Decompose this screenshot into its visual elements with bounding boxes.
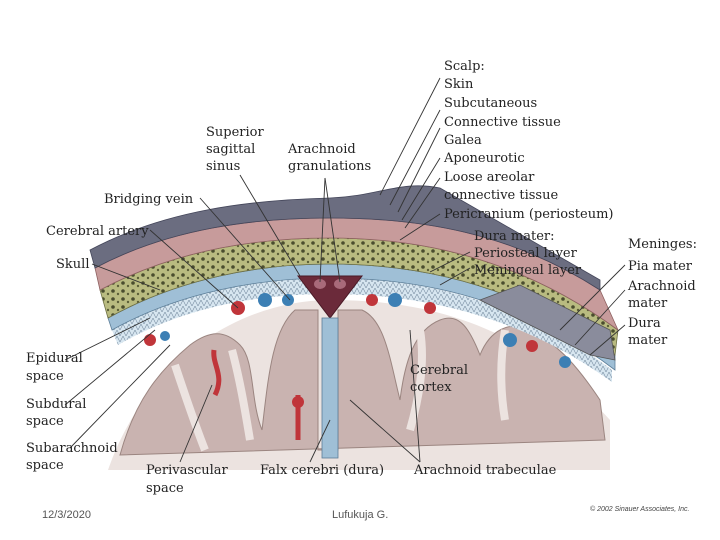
label-arachnoid-mater-2: mater xyxy=(628,296,668,311)
label-skull: Skull xyxy=(56,257,89,272)
vein xyxy=(258,293,272,307)
label-dura-1: Dura xyxy=(628,316,661,331)
sulcus xyxy=(171,363,209,452)
label-epidural-2: space xyxy=(26,369,64,384)
footer-date: 12/3/2020 xyxy=(42,509,91,521)
label-subdural-1: Subdural xyxy=(26,397,86,412)
artery xyxy=(526,340,538,352)
sulcus xyxy=(228,348,254,441)
label-galea: Galea xyxy=(444,133,482,148)
label-epidural-1: Epidural xyxy=(26,351,83,366)
label-subarachnoid-2: space xyxy=(26,458,64,473)
leader-lines xyxy=(64,77,626,463)
label-superior-sagittal-1: Superior xyxy=(206,125,264,140)
label-scalp: Scalp: xyxy=(444,59,485,74)
label-loose-areolar-2: connective tissue xyxy=(444,188,558,203)
label-subcutaneous: Subcutaneous xyxy=(444,96,537,111)
label-dura-2: mater xyxy=(628,333,668,348)
label-cerebral-artery: Cerebral artery xyxy=(46,224,149,239)
label-bridging-vein: Bridging vein xyxy=(104,192,194,207)
cerebral-cortex xyxy=(119,309,606,456)
artery xyxy=(366,294,378,306)
subarachnoid-layer xyxy=(112,278,612,382)
label-periosteal-layer: Periosteal layer xyxy=(474,246,578,261)
label-subarachnoid-1: Subarachnoid xyxy=(26,441,118,456)
label-pericranium: Pericranium (periosteum) xyxy=(444,207,613,222)
artery xyxy=(292,396,304,408)
vein xyxy=(388,293,402,307)
vein xyxy=(282,294,294,306)
label-cerebral-cortex-1: Cerebral xyxy=(410,363,468,378)
label-superior-sagittal-3: sinus xyxy=(206,159,240,174)
label-perivascular-1: Perivascular xyxy=(146,463,229,478)
skin-layer xyxy=(89,185,601,291)
artery xyxy=(144,334,156,346)
meninges-cutaway xyxy=(479,284,616,361)
label-skin: Skin xyxy=(444,77,474,92)
label-arachnoid-gran-1: Arachnoid xyxy=(287,142,356,157)
superior-sagittal-sinus xyxy=(296,275,364,319)
perivascular-artery xyxy=(211,349,222,397)
label-pia-mater: Pia mater xyxy=(628,259,693,274)
label-loose-areolar: Loose areolar xyxy=(444,170,535,185)
label-subdural-2: space xyxy=(26,414,64,429)
artery xyxy=(424,302,436,314)
label-dura-mater: Dura mater: xyxy=(474,229,554,244)
vein xyxy=(559,356,571,368)
label-superior-sagittal-2: sagittal xyxy=(206,142,255,157)
copyright-notice: © 2002 Sinauer Associates, Inc. xyxy=(590,506,690,513)
label-cerebral-cortex-2: cortex xyxy=(410,380,452,395)
label-aponeurotic: Aponeurotic xyxy=(443,151,525,166)
label-meningeal-layer: Meningeal layer xyxy=(474,263,582,278)
label-arachnoid-mater-1: Arachnoid xyxy=(627,279,696,294)
vein xyxy=(503,333,517,347)
sulcus xyxy=(406,329,426,432)
vein xyxy=(160,331,170,341)
arachnoid-granulation xyxy=(334,279,346,289)
label-perivascular-2: space xyxy=(146,481,184,496)
label-connective-tissue: Connective tissue xyxy=(444,115,561,130)
falx-cerebri xyxy=(321,317,339,459)
label-meninges: Meninges: xyxy=(628,237,697,252)
label-falx-cerebri: Falx cerebri (dura) xyxy=(260,463,384,478)
arachnoid-granulation xyxy=(314,279,326,289)
label-arachnoid-trabeculae: Arachnoid trabeculae xyxy=(413,463,557,478)
footer-author: Lufukuja G. xyxy=(332,509,389,521)
label-arachnoid-gran-2: granulations xyxy=(288,159,371,174)
